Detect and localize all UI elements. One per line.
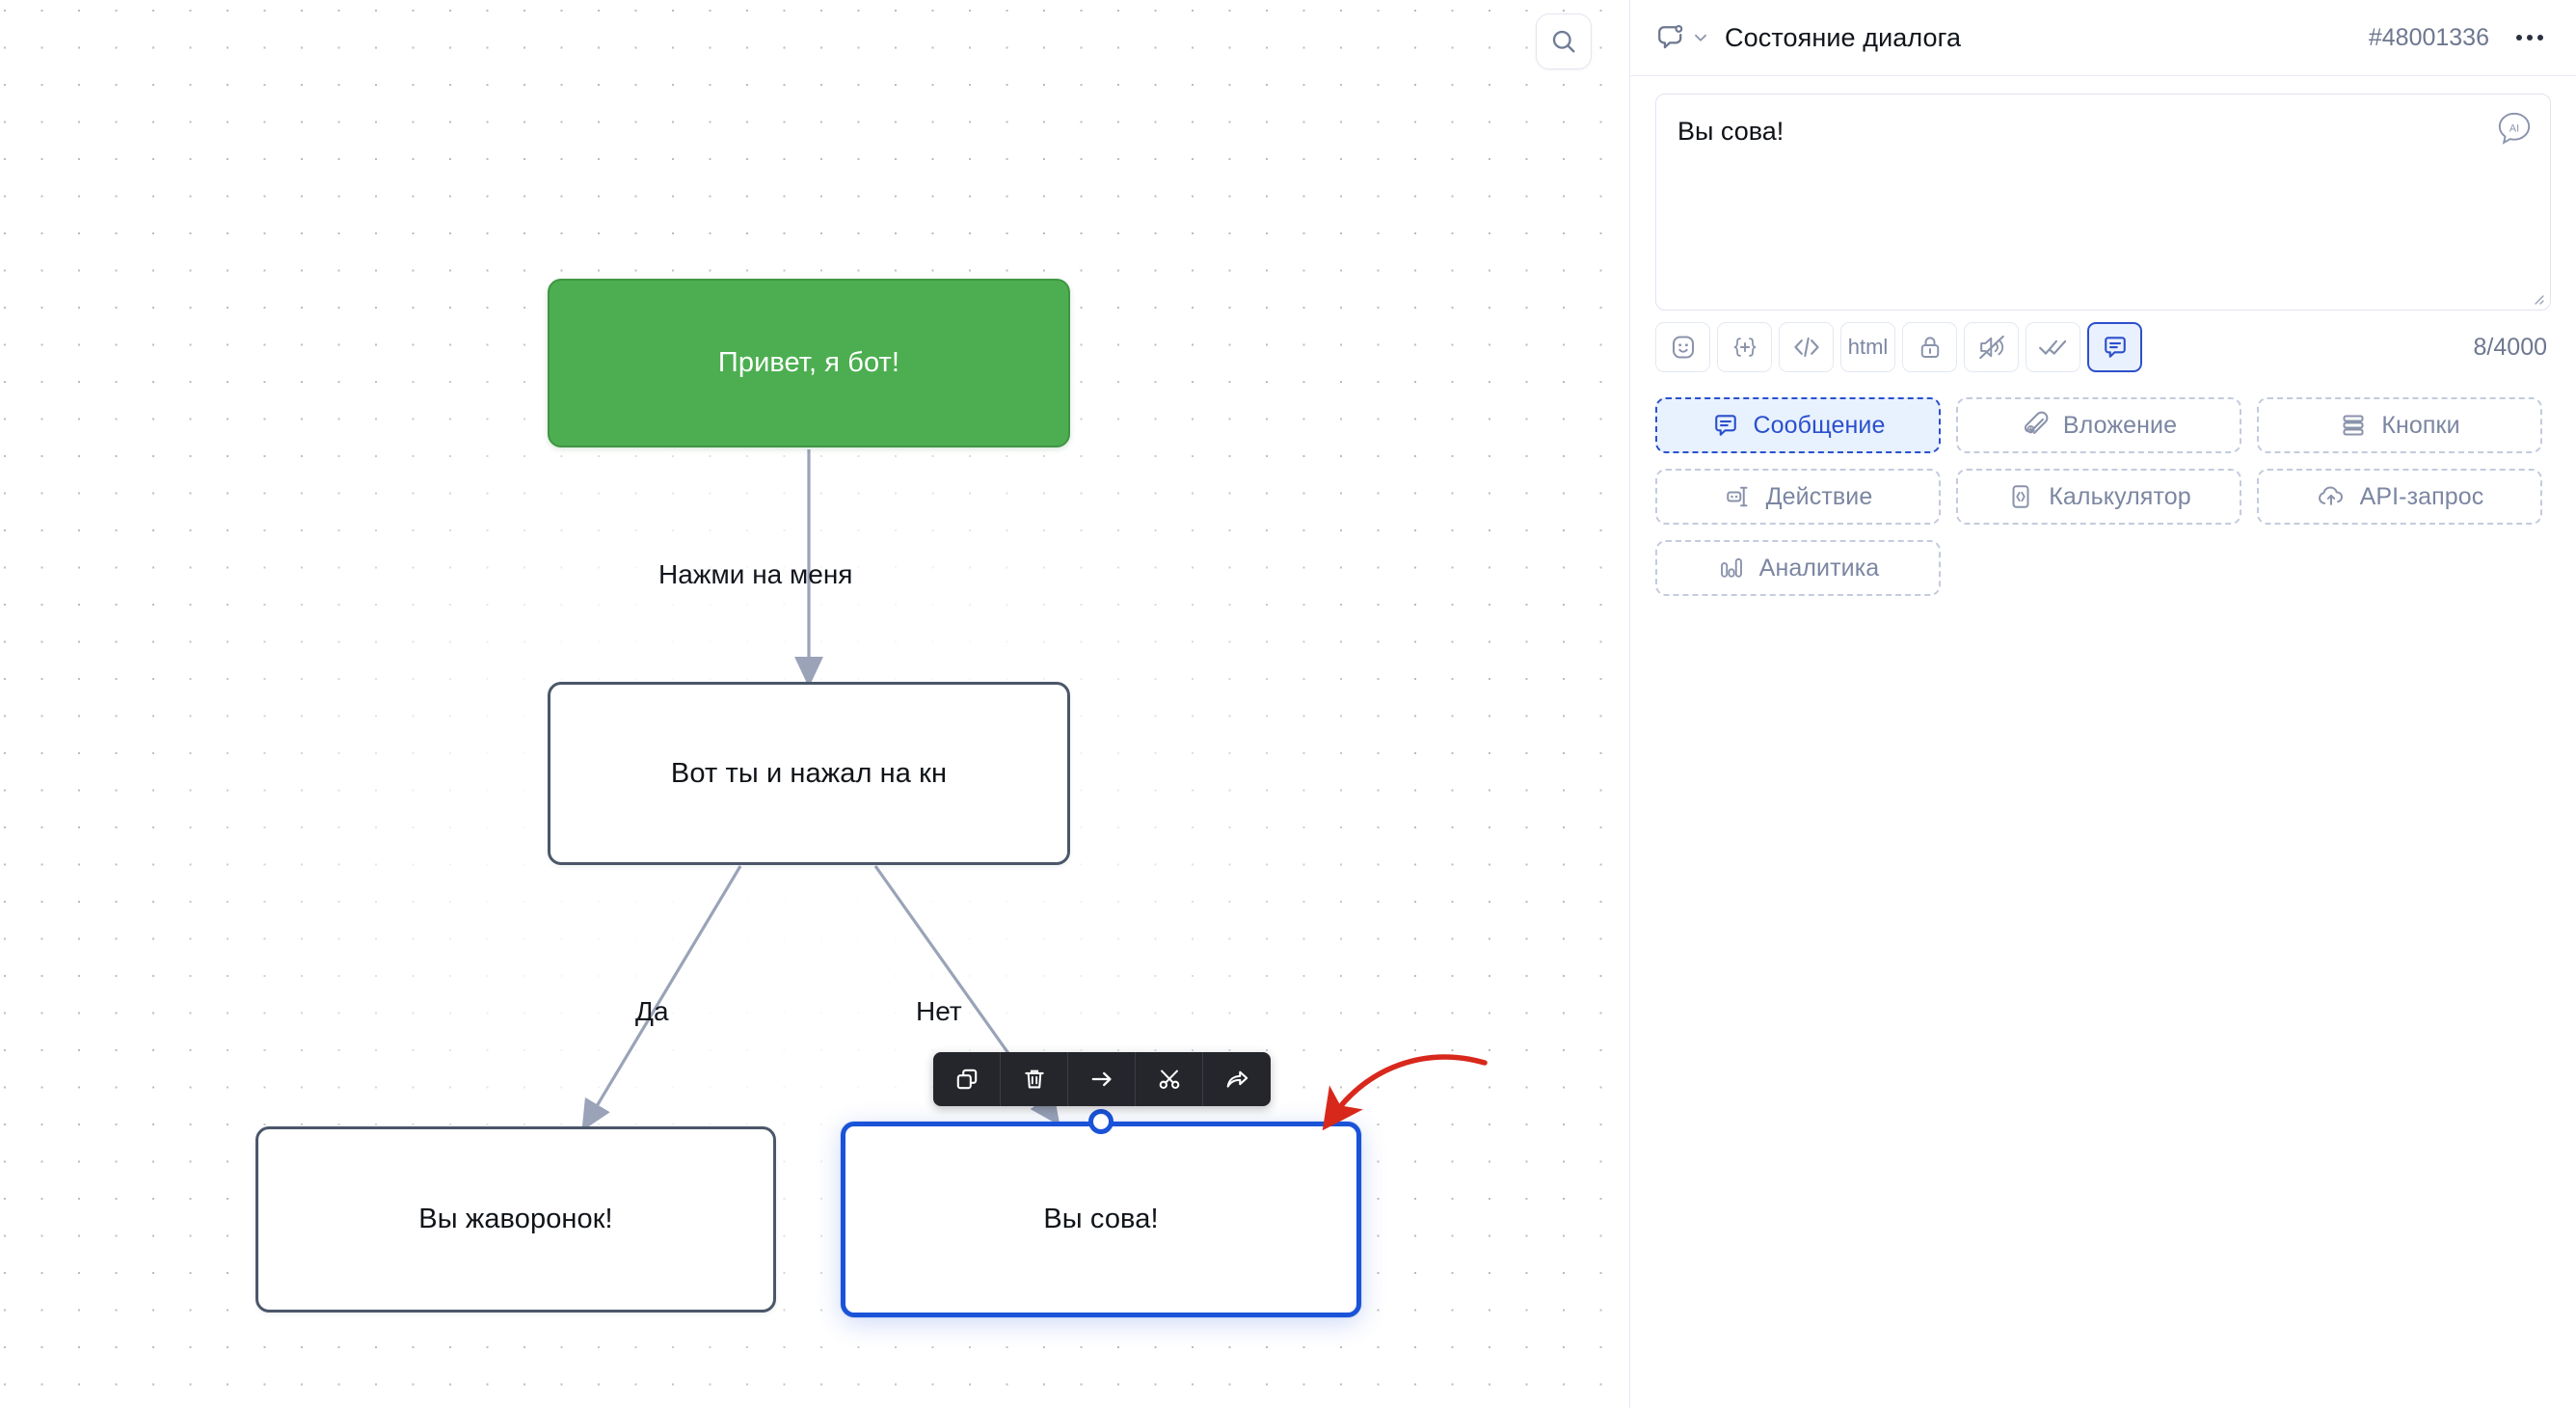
red-pointer-arrow [1322, 1054, 1488, 1131]
flow-node-owl[interactable]: Вы сова! [841, 1122, 1361, 1317]
cloud-up-icon [2316, 482, 2347, 511]
variable-icon [1733, 338, 1756, 357]
lock-icon [1920, 337, 1939, 358]
flow-node-lark[interactable]: Вы жаворонок! [255, 1126, 776, 1313]
canvas-search-button[interactable] [1536, 14, 1592, 69]
calculator-icon [2006, 482, 2035, 511]
type-api[interactable]: API-запрос [2257, 469, 2542, 525]
node-connector-handle[interactable] [1088, 1109, 1114, 1134]
type-analytics[interactable]: Аналитика [1655, 540, 1941, 596]
mute-button[interactable] [1964, 322, 2019, 372]
read-receipt-button[interactable] [2026, 322, 2080, 372]
double-check-icon [2038, 339, 2066, 355]
node-label: Привет, я бот! [717, 347, 900, 379]
node-settings-panel: Состояние диалога #48001336 Вы сова! AI [1629, 0, 2576, 1408]
edge-label-no: Нет [916, 996, 962, 1026]
copy-button[interactable] [933, 1052, 1001, 1106]
code-button[interactable] [1779, 322, 1834, 372]
message-icon [1711, 411, 1740, 440]
message-icon [2104, 337, 2126, 358]
sound-off-icon [1978, 335, 2004, 360]
flow-node-pressed[interactable]: Вот ты и нажал на кн [548, 682, 1070, 865]
connect-button[interactable] [1068, 1052, 1136, 1106]
html-icon: html [1847, 335, 1889, 359]
node-label: Вы жаворонок! [418, 1204, 613, 1235]
scissors-icon [1159, 1070, 1179, 1090]
type-label: Действие [1765, 482, 1873, 510]
character-counter: 8/4000 [2473, 333, 2547, 361]
emoji-icon [1672, 336, 1694, 359]
type-action[interactable]: Действие [1655, 469, 1941, 525]
node-label: Вы сова! [1043, 1204, 1159, 1235]
share-icon [1226, 1070, 1248, 1088]
panel-body: Вы сова! AI [1630, 76, 2576, 596]
more-horizontal-icon[interactable] [2510, 29, 2549, 46]
trash-icon [1024, 1070, 1044, 1089]
edge-label-press-me: Нажми на меня [658, 559, 853, 589]
chevron-down-icon[interactable] [1690, 27, 1711, 48]
cut-button[interactable] [1136, 1052, 1203, 1106]
action-icon [1724, 482, 1753, 511]
type-label: Сообщение [1753, 411, 1886, 439]
analytics-icon [1717, 554, 1746, 582]
html-button[interactable]: html [1840, 322, 1895, 372]
node-context-toolbar[interactable] [933, 1052, 1271, 1106]
message-input[interactable]: Вы сова! [1677, 117, 1784, 146]
type-buttons[interactable]: Кнопки [2257, 397, 2542, 453]
message-editor[interactable]: Вы сова! AI [1655, 94, 2551, 311]
variable-button[interactable] [1717, 322, 1772, 372]
flow-canvas[interactable]: Привет, я бот! Вот ты и нажал на кн Вы ж… [0, 0, 1629, 1408]
editor-toolbar: html [1655, 322, 2551, 372]
type-calculator[interactable]: Калькулятор [1956, 469, 2241, 525]
buttons-icon [2339, 411, 2368, 440]
code-icon [1793, 337, 1819, 358]
arrow-right-icon [1091, 1071, 1112, 1087]
type-label: API-запрос [2359, 482, 2484, 510]
node-type-grid: Сообщение Вложение [1655, 397, 2551, 596]
type-label: Аналитика [1758, 554, 1880, 582]
delete-button[interactable] [1001, 1052, 1068, 1106]
type-label: Кнопки [2381, 411, 2460, 439]
lock-button[interactable] [1902, 322, 1957, 372]
node-id-label: #48001336 [2368, 23, 2489, 51]
edge-label-yes: Да [635, 996, 669, 1026]
ai-icon[interactable]: AI [2496, 110, 2533, 147]
type-attachment[interactable]: Вложение [1956, 397, 2241, 453]
share-button[interactable] [1203, 1052, 1271, 1106]
node-label: Вот ты и нажал на кн [670, 757, 948, 789]
copy-icon [956, 1069, 977, 1090]
search-icon [1552, 30, 1575, 53]
svg-text:AI: AI [2509, 123, 2519, 135]
message-mode-button[interactable] [2087, 322, 2142, 372]
type-message[interactable]: Сообщение [1655, 397, 1941, 453]
flow-node-start[interactable]: Привет, я бот! [548, 279, 1070, 447]
type-label: Калькулятор [2049, 482, 2191, 510]
paperclip-icon [2021, 411, 2050, 440]
chat-bubble-icon [1653, 21, 1686, 54]
emoji-button[interactable] [1655, 322, 1710, 372]
panel-title: Состояние диалога [1725, 22, 1962, 52]
resize-grip-icon[interactable] [2530, 290, 2545, 306]
type-label: Вложение [2062, 411, 2178, 439]
panel-header: Состояние диалога #48001336 [1630, 0, 2576, 76]
